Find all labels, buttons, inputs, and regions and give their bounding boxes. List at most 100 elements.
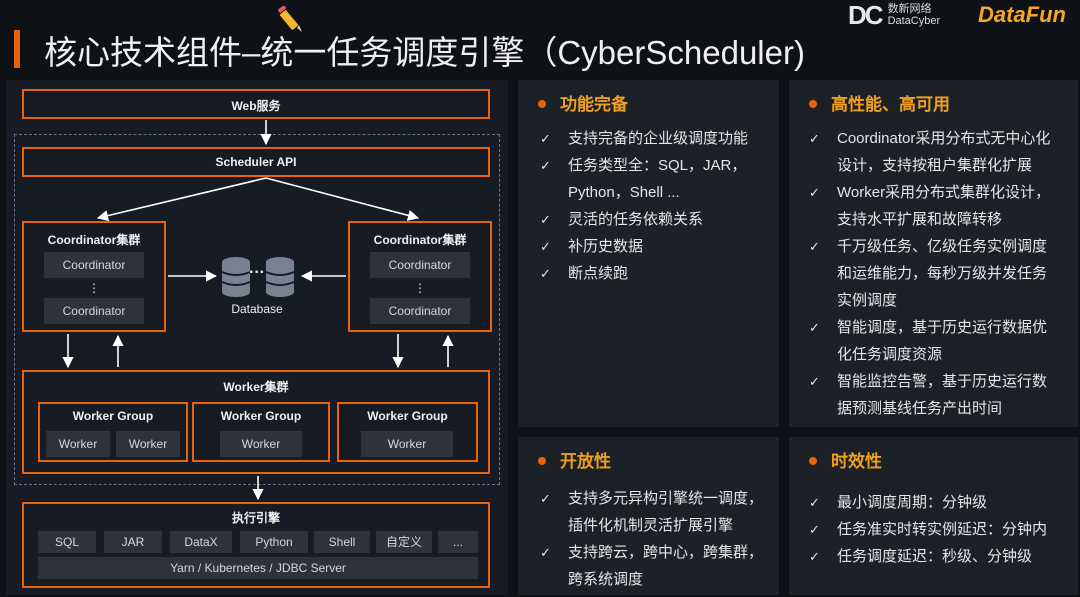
card-timeliness: 时效性 ✓最小调度周期：分钟级 ✓任务准实时转实例延迟：分钟内 ✓任务调度延迟：… [789,437,1078,595]
datacyber-en: DataCyber [887,15,941,27]
header: 核心技术组件–统一任务调度引擎（CyberScheduler) DC 数新网络 … [0,0,1080,78]
card-features: 功能完备 ✓支持完备的企业级调度功能 ✓任务类型全：SQL，JAR， Pytho… [518,80,779,427]
list-item: ✓最小调度周期：分钟级 [807,489,1068,516]
check-icon: ✓ [809,239,820,254]
database-icon [221,257,295,297]
engine-type-datax: DataX [170,531,232,553]
list-item: ✓补历史数据 [538,233,769,260]
engine-title: 执行引擎 [231,511,280,525]
check-icon: ✓ [540,545,551,560]
worker-group-3: Worker Group Worker [337,402,478,462]
bullet-dot-icon [809,456,817,465]
engine-type-sql: SQL [38,531,96,553]
list-item-continuation: 据预测基线任务产出时间 [837,400,1003,417]
list-item: ✓任务类型全：SQL，JAR， [538,152,769,179]
coordinator-cluster-left: Coordinator集群 Coordinator ⋮ Coordinator [22,221,166,332]
card-features-title: 功能完备 [538,90,628,115]
card-timeliness-title: 时效性 [809,447,882,472]
check-icon: ✓ [540,266,551,281]
engine-type-custom: 自定义 [376,531,432,553]
database-dots: ··· [249,264,265,281]
check-icon: ✓ [540,491,551,506]
list-item-continuation: 化任务调度资源 [837,346,943,363]
datafun-logo: DataFun [978,2,1066,27]
card-performance-title: 高性能、高可用 [809,90,950,115]
pencil-icon [277,6,302,32]
list-item: ✓智能监控告警，基于历史运行数 [807,368,1068,395]
check-icon: ✓ [540,212,551,227]
list-item-continuation: 设计，支持按租户集群化扩展 [837,157,1033,174]
coordinator-node: Coordinator [370,298,470,324]
check-icon: ✓ [809,495,820,510]
list-item: ✓智能调度，基于历史运行数据优 [807,314,1068,341]
list-item-continuation: 跨系统调度 [568,571,644,588]
coordinator-node: Coordinator [44,252,144,278]
list-item: ✓千万级任务、亿级任务实例调度 [807,233,1068,260]
title-accent-bar [14,30,20,68]
worker-node: Worker [361,431,453,457]
card-openness: 开放性 ✓支持多元异构引擎统一调度， 插件化机制灵活扩展引擎 ✓支持跨云，跨中心… [518,437,779,595]
check-icon: ✓ [540,131,551,146]
check-icon: ✓ [809,185,820,200]
architecture-panel: Web服务 Scheduler API Coordinator集群 Coordi… [6,80,508,595]
list-item: ✓灵活的任务依赖关系 [538,206,769,233]
flow-arrows [62,120,454,501]
engine-type-shell: Shell [314,531,370,553]
worker-cluster-title: Worker集群 [223,380,289,394]
list-item-continuation: 实例调度 [837,292,898,309]
execution-engine-box: 执行引擎 SQL JAR DataX Python Shell 自定义 ... … [22,502,490,588]
ellipsis: ⋮ [88,281,100,295]
list-item: ✓Worker采用分布式集群化设计， [807,179,1068,206]
list-item: ✓Coordinator采用分布式无中心化 [807,125,1068,152]
check-icon: ✓ [809,131,820,146]
worker-cluster-box: Worker集群 Worker Group Worker Worker Work… [22,370,490,474]
coordinator-node: Coordinator [370,252,470,278]
list-item: ✓支持多元异构引擎统一调度， [538,485,769,512]
scheduler-core-boundary [14,134,500,485]
scheduler-api-label: Scheduler API [215,155,297,169]
datacyber-cn: 数新网络 [887,3,932,15]
list-item: ✓任务准实时转实例延迟：分钟内 [807,516,1068,543]
ellipsis: ⋮ [414,281,426,295]
coordinator-node: Coordinator [44,298,144,324]
coordinator-cluster-title: Coordinator集群 [47,233,141,247]
worker-group-title: Worker Group [220,409,302,423]
worker-group-1: Worker Group Worker Worker [38,402,188,462]
engine-type-jar: JAR [104,531,162,553]
scheduler-api-box: Scheduler API [22,147,490,177]
engine-type-more: ... [438,531,478,553]
datacyber-mark: DC [848,0,884,30]
check-icon: ✓ [540,239,551,254]
page-title: 核心技术组件–统一任务调度引擎（CyberScheduler) [44,34,805,71]
engine-platforms: Yarn / Kubernetes / JDBC Server [38,557,478,579]
worker-node: Worker [220,431,302,457]
list-item: ✓断点续跑 [538,260,769,287]
engine-type-python: Python [240,531,308,553]
worker-group-2: Worker Group Worker [192,402,330,462]
list-item: ✓支持完备的企业级调度功能 [538,125,769,152]
worker-node: Worker [116,431,180,457]
bullet-dot-icon [809,99,817,108]
list-item-continuation: 和运维能力，每秒万级并发任务 [837,265,1048,282]
list-item-continuation: Python，Shell ... [568,184,680,201]
worker-group-title: Worker Group [367,409,448,423]
check-icon: ✓ [809,522,820,537]
card-openness-title: 开放性 [538,447,611,472]
worker-group-title: Worker Group [72,409,154,423]
check-icon: ✓ [809,374,820,389]
worker-node: Worker [46,431,110,457]
list-item: ✓任务调度延迟：秒级、分钟级 [807,543,1068,570]
coordinator-cluster-title: Coordinator集群 [373,233,467,247]
list-item-continuation: 支持水平扩展和故障转移 [837,211,1003,228]
bullet-dot-icon [538,456,546,465]
coordinator-cluster-right: Coordinator集群 Coordinator ⋮ Coordinator [348,221,492,332]
list-item-continuation: 插件化机制灵活扩展引擎 [568,517,734,534]
list-item: ✓支持跨云，跨中心，跨集群， [538,539,769,566]
web-service-box: Web服务 [22,89,490,119]
database-label: Database [231,302,283,316]
bullet-dot-icon [538,99,546,108]
web-service-label: Web服务 [231,99,281,113]
check-icon: ✓ [809,549,820,564]
datacyber-logo: DC 数新网络 DataCyber [848,0,940,30]
check-icon: ✓ [540,158,551,173]
